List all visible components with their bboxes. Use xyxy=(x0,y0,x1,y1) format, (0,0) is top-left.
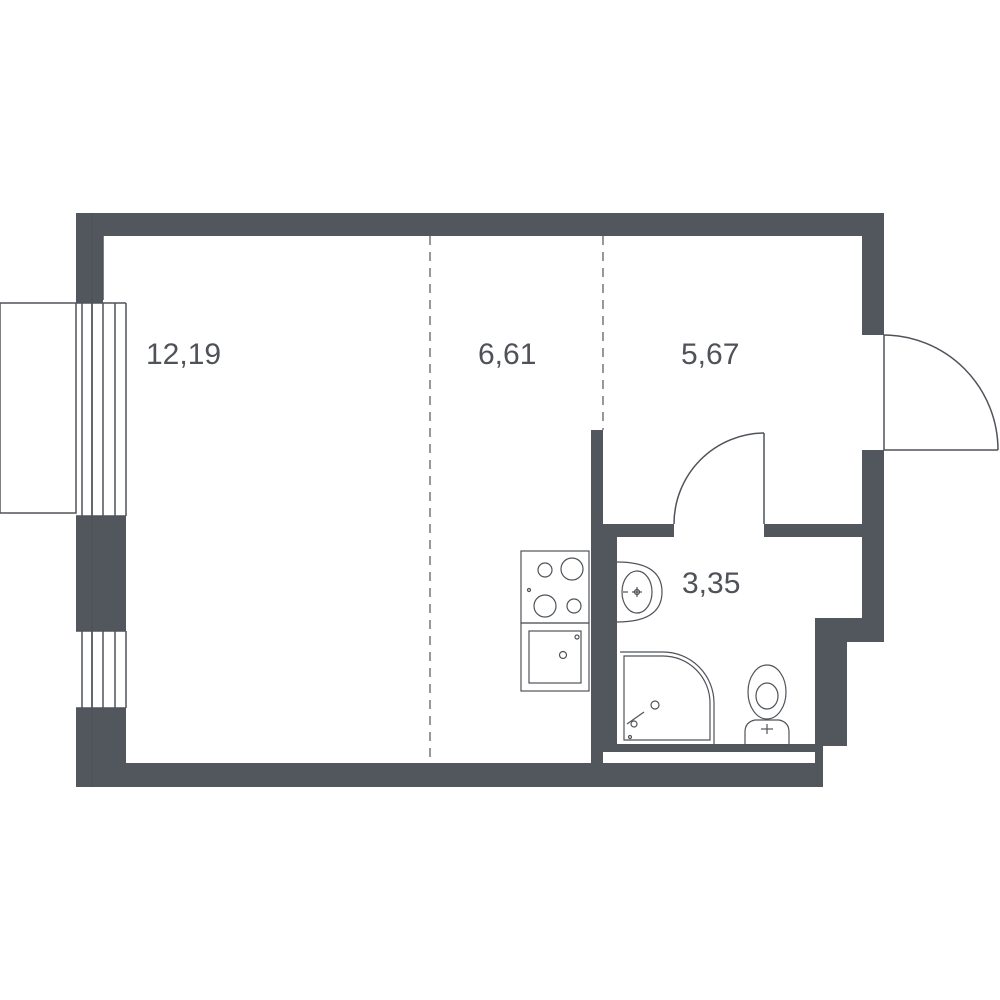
window-small xyxy=(76,630,127,709)
area-label-hallway: 5,67 xyxy=(681,338,739,371)
area-label-kitchen: 6,61 xyxy=(478,338,536,371)
wall-top xyxy=(76,213,884,236)
wall-bath-right-lower xyxy=(815,742,823,772)
wall-shaft-side xyxy=(815,618,847,746)
wall-bath-top-right xyxy=(764,524,862,537)
area-labels: 12,19 6,61 5,67 3,35 xyxy=(146,338,740,600)
wall-bottom xyxy=(76,763,608,787)
wall-bath-bottom xyxy=(603,744,823,752)
bathroom-door xyxy=(673,432,765,525)
area-label-bathroom: 3,35 xyxy=(682,567,740,600)
sink-icon xyxy=(520,622,590,692)
wall-bath-top-left xyxy=(591,524,674,537)
stove-icon xyxy=(520,550,590,624)
wall-bath-left xyxy=(591,430,603,773)
wall-right-upper xyxy=(862,213,884,335)
walls xyxy=(76,213,884,787)
toilet-icon xyxy=(744,664,790,746)
wall-left-middle xyxy=(76,516,126,631)
entrance-door xyxy=(883,334,999,451)
wall-right-lower xyxy=(862,450,884,642)
wall-left-upper xyxy=(76,213,103,303)
washbasin-icon xyxy=(616,561,663,623)
wall-bath-inner xyxy=(603,536,617,746)
wall-left-lower xyxy=(76,708,126,787)
area-label-living: 12,19 xyxy=(146,338,221,371)
shower-icon xyxy=(620,651,715,744)
wall-bath-bottom-outer xyxy=(591,763,823,787)
window-large xyxy=(0,302,127,517)
zone-dividers xyxy=(429,236,604,763)
